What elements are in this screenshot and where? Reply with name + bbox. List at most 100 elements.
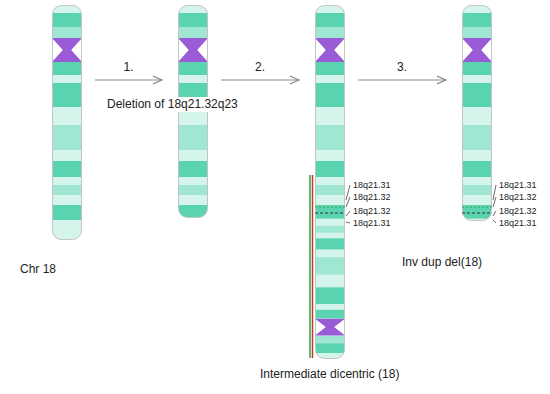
- chromosome-band: [179, 27, 208, 38]
- chromosome-band: [316, 287, 345, 304]
- chromosome-band: [316, 83, 345, 107]
- chromosome-band: [316, 27, 345, 38]
- breakpoint-line: [462, 213, 492, 214]
- leader-line: [346, 222, 350, 223]
- chromosome-band: [316, 310, 345, 319]
- centromere: [316, 319, 345, 336]
- chromosome-band: [463, 205, 492, 213]
- band-label: 18q21.31: [498, 180, 538, 190]
- chromosome-band: [53, 125, 82, 150]
- centromere: [179, 38, 208, 62]
- band-label: 18q21.31: [352, 218, 392, 228]
- chromosome-band: [53, 185, 82, 195]
- chromosome-band: [463, 75, 492, 83]
- leader-line: [493, 211, 496, 216]
- chromosome-band: [179, 195, 208, 205]
- leader-line: [346, 197, 350, 207]
- chromosome-band: [463, 27, 492, 38]
- chromosome-band: [53, 27, 82, 38]
- chromosome-band: [53, 195, 82, 205]
- chromosome-ground: [463, 6, 492, 221]
- chromosome-ground: [53, 6, 82, 240]
- chromosome-band: [316, 336, 345, 344]
- chromosome-band: [53, 205, 82, 220]
- chromosome-band: [179, 13, 208, 27]
- chromosome-band: [316, 238, 345, 249]
- centromere-gap: [53, 38, 82, 62]
- chromosome-band: [316, 233, 345, 239]
- chromosome-band: [316, 107, 345, 125]
- chromosome: Chr 18: [52, 5, 82, 240]
- chromosome-band: [179, 62, 208, 75]
- chromosome-bands: [53, 6, 82, 240]
- chromosome: Deletion of 18q21.32q23: [178, 5, 208, 218]
- chromosome-bands: [463, 6, 492, 221]
- red-marker-line: [312, 175, 314, 358]
- chromosome-band: [463, 125, 492, 150]
- chromosome-band: [316, 219, 345, 226]
- chromosome-band: [316, 213, 345, 219]
- chromosome-ground: [316, 6, 345, 359]
- chromosome-band: [316, 177, 345, 185]
- chromosome-band: [179, 150, 208, 161]
- chromosome-shape: [462, 5, 492, 221]
- band-label: 18q21.31: [352, 180, 392, 190]
- step-number: 2.: [253, 60, 267, 74]
- chromosome-band: [179, 75, 208, 83]
- band-label: 18q21.32: [352, 192, 392, 202]
- chromosome-band: [179, 205, 208, 218]
- chromosome-band: [316, 249, 345, 257]
- chromosome-band: [53, 75, 82, 83]
- chromosome-band: [316, 304, 345, 310]
- chromosome-band: [463, 195, 492, 205]
- centromere: [463, 38, 492, 62]
- chromosome-band: [463, 13, 492, 27]
- centromere: [53, 38, 82, 62]
- chromosome-band: [463, 185, 492, 195]
- chromosome-band: [463, 177, 492, 185]
- chromosome-bands: [316, 6, 345, 359]
- chromosome-shape: [52, 5, 82, 240]
- centromere-gap: [316, 319, 345, 336]
- chromosome-band: [53, 83, 82, 107]
- chromosome: Inv dup del(18): [462, 5, 492, 221]
- chromosome-band: [463, 213, 492, 219]
- chromosome-band: [53, 13, 82, 27]
- chromosome-band: [463, 107, 492, 125]
- chromosome-band: [316, 257, 345, 275]
- step-arrow: [95, 79, 162, 80]
- chromosome-band: [316, 62, 345, 75]
- chromosome-band: [53, 107, 82, 125]
- band-label: 18q21.32: [498, 206, 538, 216]
- chromosome-outline: [316, 6, 345, 359]
- chromosome-band: [316, 150, 345, 161]
- breakpoint-line: [462, 207, 492, 208]
- band-label: 18q21.32: [498, 192, 538, 202]
- chromosome-band: [463, 62, 492, 75]
- chromosome-band: [316, 205, 345, 213]
- breakpoint-line: [315, 213, 345, 214]
- step-number: 3.: [395, 60, 409, 74]
- centromere: [316, 38, 345, 62]
- step-arrow: [358, 79, 446, 80]
- chromosome-band: [53, 177, 82, 185]
- chromosome-caption: Chr 18: [18, 262, 58, 277]
- chromosome-band: [179, 185, 208, 195]
- centromere-gap: [179, 38, 208, 62]
- chromosome-band: [316, 226, 345, 233]
- chromosome-band: [53, 62, 82, 75]
- leader-line: [493, 220, 496, 223]
- leader-line: [346, 211, 350, 216]
- leader-line: [493, 197, 496, 207]
- step-number: 1.: [121, 60, 135, 74]
- chromosome-band: [316, 275, 345, 288]
- chromosome-band: [53, 161, 82, 177]
- chromosome-band: [316, 125, 345, 150]
- band-label: 18q21.32: [352, 206, 392, 216]
- chromosome-band: [316, 195, 345, 205]
- chromosome-caption: Inv dup del(18): [400, 255, 484, 270]
- chromosome-band: [316, 343, 345, 353]
- chromosome-band: [316, 13, 345, 27]
- chromosome-band: [179, 161, 208, 177]
